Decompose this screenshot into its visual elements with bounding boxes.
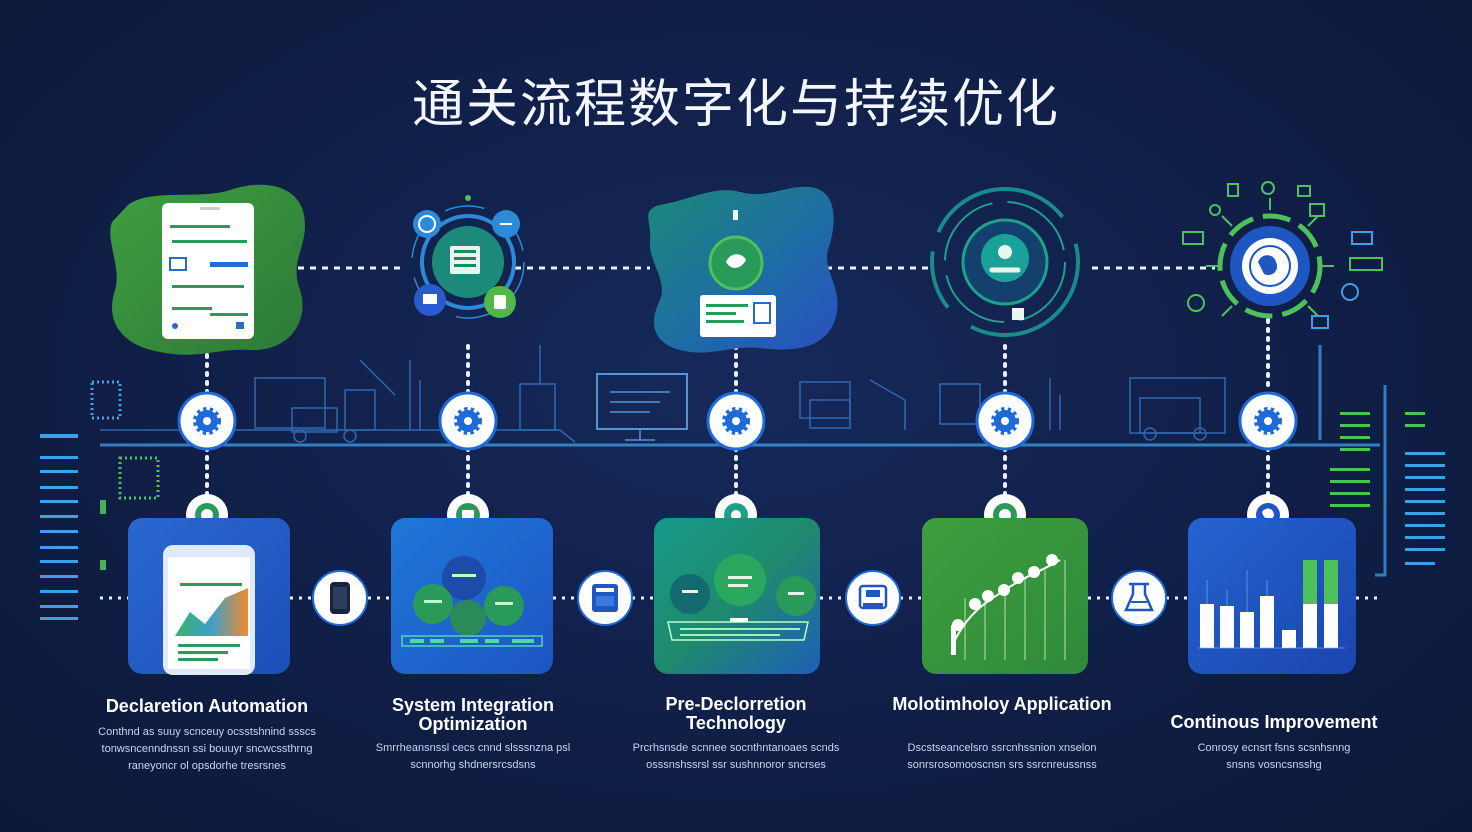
printer-icon <box>845 570 901 626</box>
continuous-globe-illustration <box>1182 181 1383 329</box>
desc-line: tonwsncenndnssn ssi bouuyr sncwcssthrng <box>101 743 313 755</box>
card-declaration-automation <box>128 518 290 675</box>
right-data-panel <box>1330 231 1445 565</box>
step-desc-system-integration: Smrrheansnssl cecs cnnd slsssnzna psl sc… <box>353 740 593 774</box>
desc-line: raneyoncr ol opsdorhe tresrsnes <box>128 760 286 772</box>
step-desc-pre-declaration: Prcrhsnsde scnnee socnthntanoaes scnds o… <box>616 740 856 774</box>
system-network-illustration <box>411 195 525 319</box>
gear-node-3 <box>706 391 766 451</box>
left-data-panel <box>40 380 160 620</box>
desc-line: scnnorhg shdnersrcsdsns <box>410 759 536 771</box>
tablet-icon <box>577 570 633 626</box>
desc-line: snsns vosncsnsshg <box>1226 759 1322 771</box>
gear-node-2 <box>438 391 498 451</box>
vertical-connectors <box>205 318 1270 498</box>
lab-flask-icon <box>1111 570 1167 626</box>
desc-line: Smrrheansnssl cecs cnnd slsssnzna psl <box>375 742 571 754</box>
desc-line: osssnshssrsl ssr sushnnoror sncrses <box>646 759 826 771</box>
step-label-pre-declaration: Pre-Declorretion Technology <box>665 694 807 733</box>
step-label-methodology: Molotimholoy Application <box>892 694 1112 714</box>
card-system-integration <box>391 518 553 674</box>
gear-node-1 <box>177 391 237 451</box>
gear-node-row <box>177 391 1298 451</box>
page-title: 通关流程数字化与持续优化 <box>411 75 1060 135</box>
pre-declaration-illustration <box>648 186 838 353</box>
gear-node-5 <box>1238 391 1298 451</box>
card-continuous-improvement <box>1188 518 1356 674</box>
step-desc-methodology: Dscstseancelsro ssrcnhssnion xnselon son… <box>882 740 1122 774</box>
step-label-declaration-automation: Declaretion Automation <box>105 696 309 716</box>
gear-node-4 <box>975 391 1035 451</box>
desc-line: sonrsrosomooscnsn srs ssrcnreussnss <box>907 759 1097 771</box>
step-desc-continuous-improvement: Conrosy ecnsrt fsns scsnhsnng snsns vosn… <box>1152 740 1396 774</box>
methodology-rings-illustration <box>930 187 1080 337</box>
desc-line: Dscstseancelsro ssrcnhssnion xnselon <box>907 742 1097 754</box>
step-label-continuous-improvement: Continous Improvement <box>1170 712 1378 732</box>
desc-line: Conrosy ecnsrt fsns scsnhsnng <box>1197 742 1351 754</box>
desc-line: Conthnd as suuy scnceuy ocsstshnind sssc… <box>98 726 316 738</box>
step-desc-declaration-automation: Conthnd as suuy scnceuy ocsstshnind sssc… <box>87 724 327 775</box>
declaration-document-illustration <box>110 184 305 355</box>
lower-connector-icons <box>312 570 1167 626</box>
phone-icon <box>312 570 368 626</box>
card-pre-declaration <box>654 518 820 674</box>
step-label-system-integration: System Integration Optimization <box>391 695 555 734</box>
desc-line: Prcrhsnsde scnnee socnthntanoaes scnds <box>632 742 840 754</box>
card-methodology <box>922 518 1088 674</box>
